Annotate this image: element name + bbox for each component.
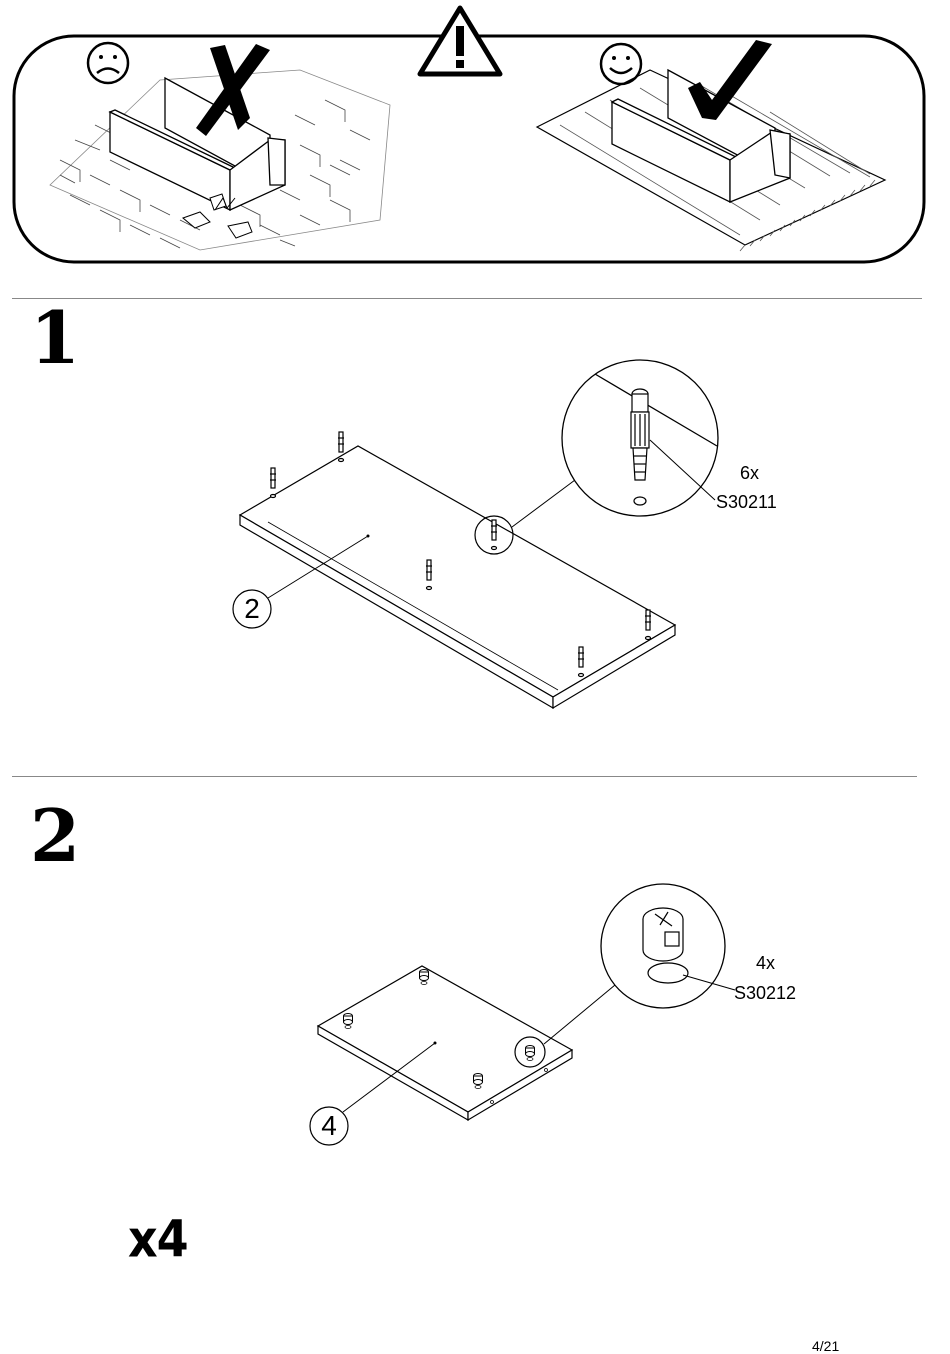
detail-leader-line [544,985,615,1044]
panel-4-drawing [318,966,572,1120]
step-2-illustration [0,0,950,1200]
part-label: 4 [310,1111,348,1141]
part-centre-dot [434,1042,437,1045]
cam-lock-detail [601,884,735,1008]
hardware-code: S30212 [734,983,796,1003]
page-number: 4/21 [812,1338,839,1354]
repeat-count: x4 [128,1212,188,1267]
hardware-quantity: 4x [756,953,775,973]
